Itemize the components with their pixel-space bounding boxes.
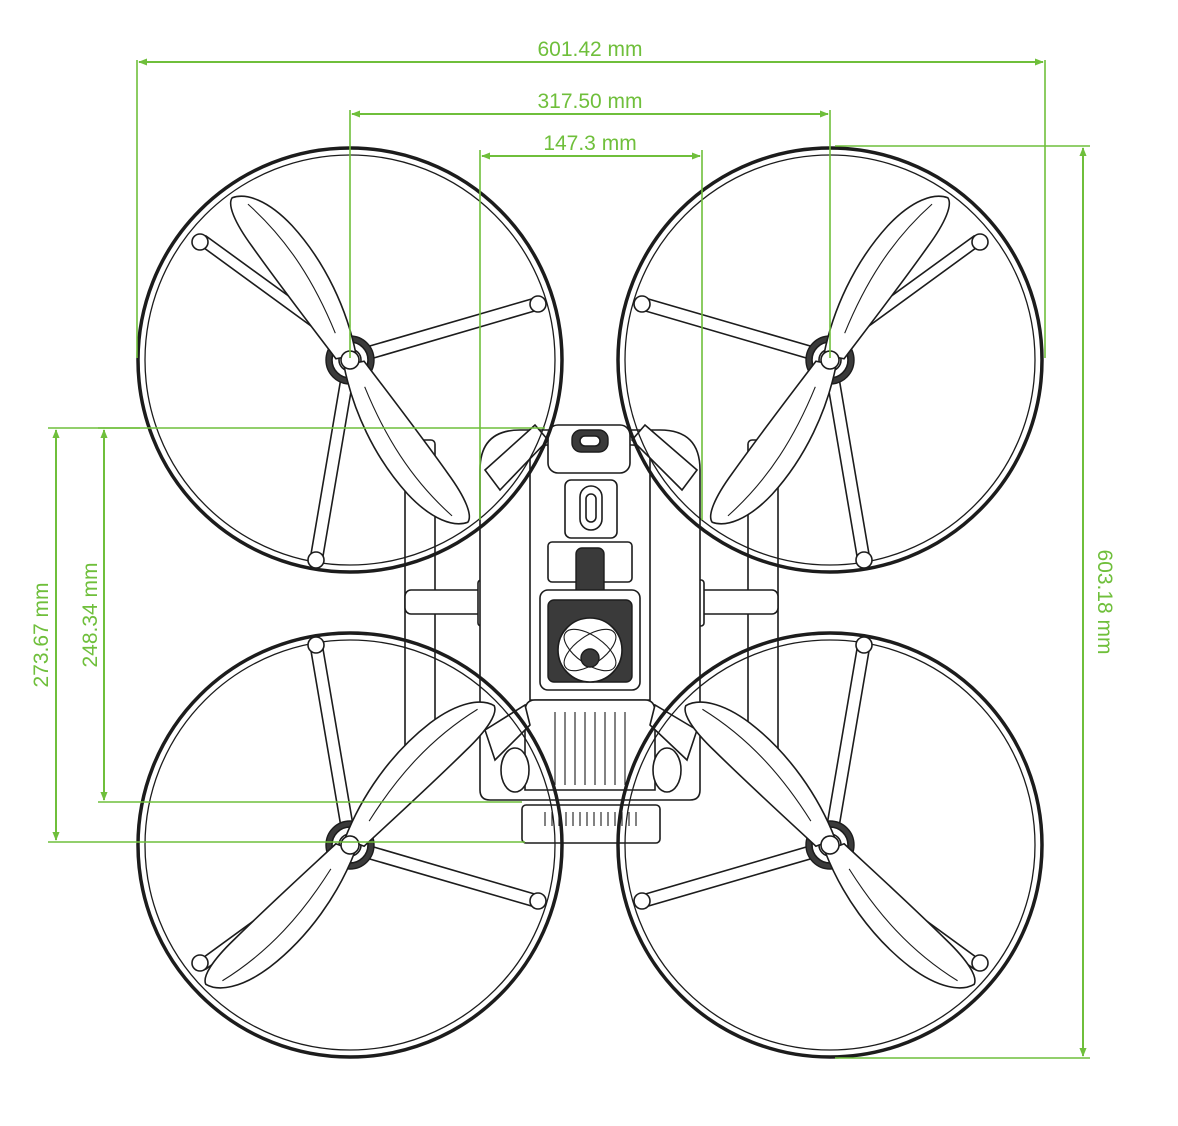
label-motor-spacing: 317.50 mm [537,90,642,113]
drone-body [404,423,779,844]
dim-body-width: 147.3 mm [479,132,703,520]
dim-guard-to-body-b: 248.34 mm [79,427,522,803]
dim-overall-length: 603.18 mm [835,145,1116,1059]
label-body-width: 147.3 mm [543,132,636,155]
dim-overall-width: 601.42 mm [136,38,1046,358]
label-guard-to-body-b: 248.34 mm [79,562,102,667]
label-overall-width: 601.42 mm [537,38,642,61]
label-guard-to-body-a: 273.67 mm [30,582,53,687]
dim-motor-spacing: 317.50 mm [349,90,831,358]
label-overall-length: 603.18 mm [1093,549,1116,654]
dim-guard-to-body-a: 273.67 mm [30,427,545,843]
